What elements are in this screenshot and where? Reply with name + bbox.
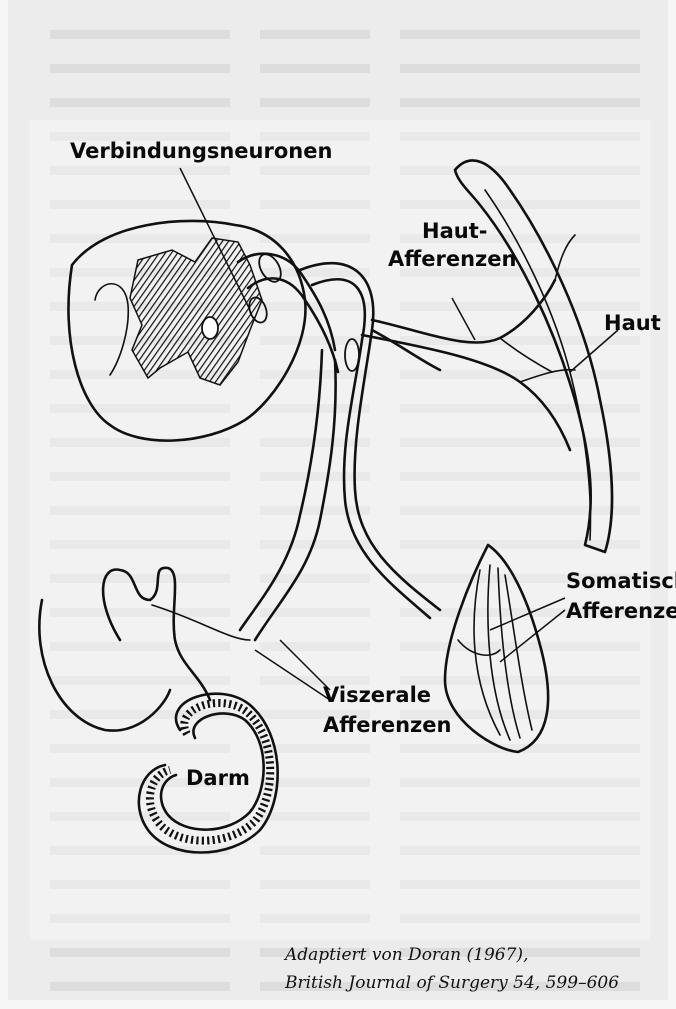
background-text-line xyxy=(50,64,230,73)
background-text-line xyxy=(400,64,640,73)
background-text-line xyxy=(50,98,230,107)
label-somatische-line1: Somatische xyxy=(566,569,676,593)
label-haut-afferenzen-line1: Haut- xyxy=(422,219,487,243)
background-text-line xyxy=(50,30,230,39)
label-darm: Darm xyxy=(186,766,250,790)
caption-line1: Adaptiert von Doran (1967), xyxy=(283,945,528,965)
label-viszerale-line1: Viszerale xyxy=(323,683,431,707)
label-verbindungsneuronen: Verbindungsneuronen xyxy=(70,139,332,163)
figure-panel xyxy=(30,120,650,940)
background-text-line xyxy=(50,982,230,991)
label-haut: Haut xyxy=(604,311,661,335)
background-text-line xyxy=(260,98,370,107)
background-text-line xyxy=(400,98,640,107)
background-text-line xyxy=(260,64,370,73)
caption-line2: British Journal of Surgery 54, 599–606 xyxy=(284,973,619,993)
background-text-line xyxy=(260,30,370,39)
background-text-line xyxy=(400,30,640,39)
label-viszerale-line2: Afferenzen xyxy=(323,713,451,737)
label-haut-afferenzen-line2: Afferenzen xyxy=(388,247,516,271)
label-somatische-line2: Afferenzen xyxy=(566,599,676,623)
background-text-line xyxy=(50,948,230,957)
